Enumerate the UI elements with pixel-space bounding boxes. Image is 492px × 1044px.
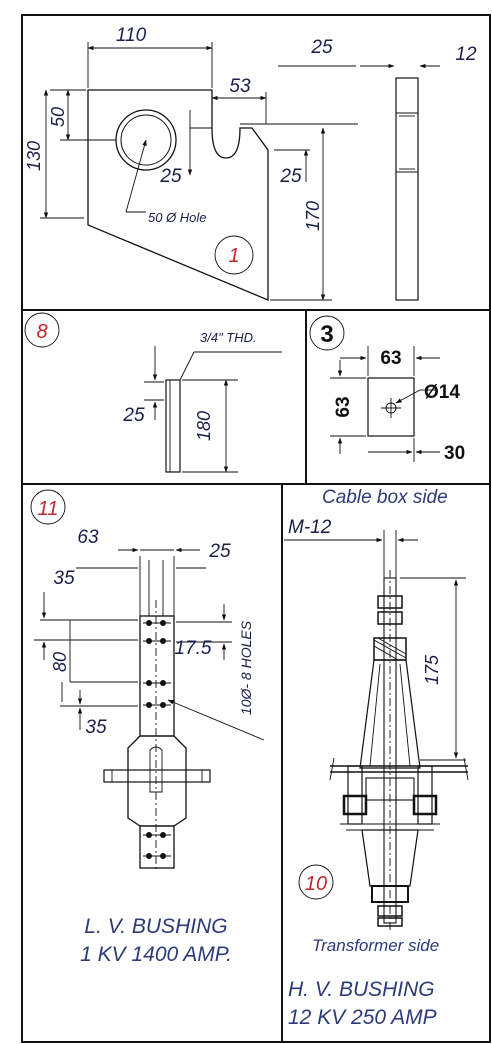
dim-30: 30 [444, 443, 465, 464]
dim-175: 175 [422, 654, 442, 685]
m12-label: M-12 [288, 517, 332, 538]
lv-caption-line2: 1 KV 1400 AMP. [80, 943, 232, 966]
dim-110: 110 [116, 25, 147, 46]
holes-note: 10Ø- 8 HOLES [238, 620, 254, 715]
panel-8-number: 8 [36, 321, 47, 343]
dim-130: 130 [24, 141, 44, 171]
dim-12: 12 [455, 44, 477, 65]
dim-180: 180 [194, 411, 214, 441]
dim-63-lv: 63 [77, 527, 99, 548]
dim-63-width: 63 [380, 348, 401, 369]
dim-35-top: 35 [53, 568, 75, 589]
thread-label: 3/4" THD. [200, 330, 257, 345]
dim-53: 53 [229, 76, 251, 97]
panel-11-number: 11 [38, 498, 59, 520]
dim-25-lv: 25 [208, 541, 231, 562]
panel-1-drawing [40, 42, 440, 301]
lv-caption-line1: L. V. BUSHING [84, 915, 227, 938]
dim-25-right: 25 [279, 166, 302, 187]
dim-25-top: 25 [310, 37, 333, 58]
panel-10-number: 10 [305, 873, 327, 895]
panel-8-labels: 8 3/4" THD. 25 180 [36, 321, 256, 441]
panel-frames [21, 14, 491, 1043]
dim-63-height: 63 [333, 396, 354, 417]
hv-caption-line1: H. V. BUSHING [288, 978, 435, 1001]
dim-50: 50 [48, 107, 68, 127]
panel-3-drawing [309, 315, 440, 462]
dim-80: 80 [50, 652, 70, 672]
transformer-side-label: Transformer side [312, 936, 439, 955]
panel-3-number: 3 [320, 321, 333, 348]
panel-1-labels: 110 25 12 53 50 130 25 25 170 50 Ø Hole … [24, 25, 477, 267]
panel-10-drawing [284, 530, 469, 930]
panel-8-drawing [24, 312, 282, 473]
dim-170: 170 [303, 201, 323, 231]
dim-25-stud: 25 [122, 405, 145, 426]
hole-note: 50 Ø Hole [148, 210, 207, 225]
panel-3-labels: 3 63 63 Ø14 30 [320, 321, 465, 464]
dim-35-bottom: 35 [85, 717, 107, 738]
dim-dia-14: Ø14 [424, 382, 460, 403]
panel-11-drawing [30, 489, 265, 870]
hv-caption-line2: 12 KV 250 AMP [288, 1006, 437, 1029]
dim-25-notch: 25 [159, 166, 182, 187]
dim-17-5: 17.5 [175, 638, 212, 659]
cable-box-side-label: Cable box side [322, 487, 448, 508]
panel-11-labels: 11 63 25 35 80 17.5 35 10Ø- 8 HOLES L. V… [38, 498, 254, 966]
panel-10-labels: Cable box side M-12 175 10 Transformer s… [288, 487, 448, 1029]
panel-1-number: 1 [228, 245, 239, 267]
